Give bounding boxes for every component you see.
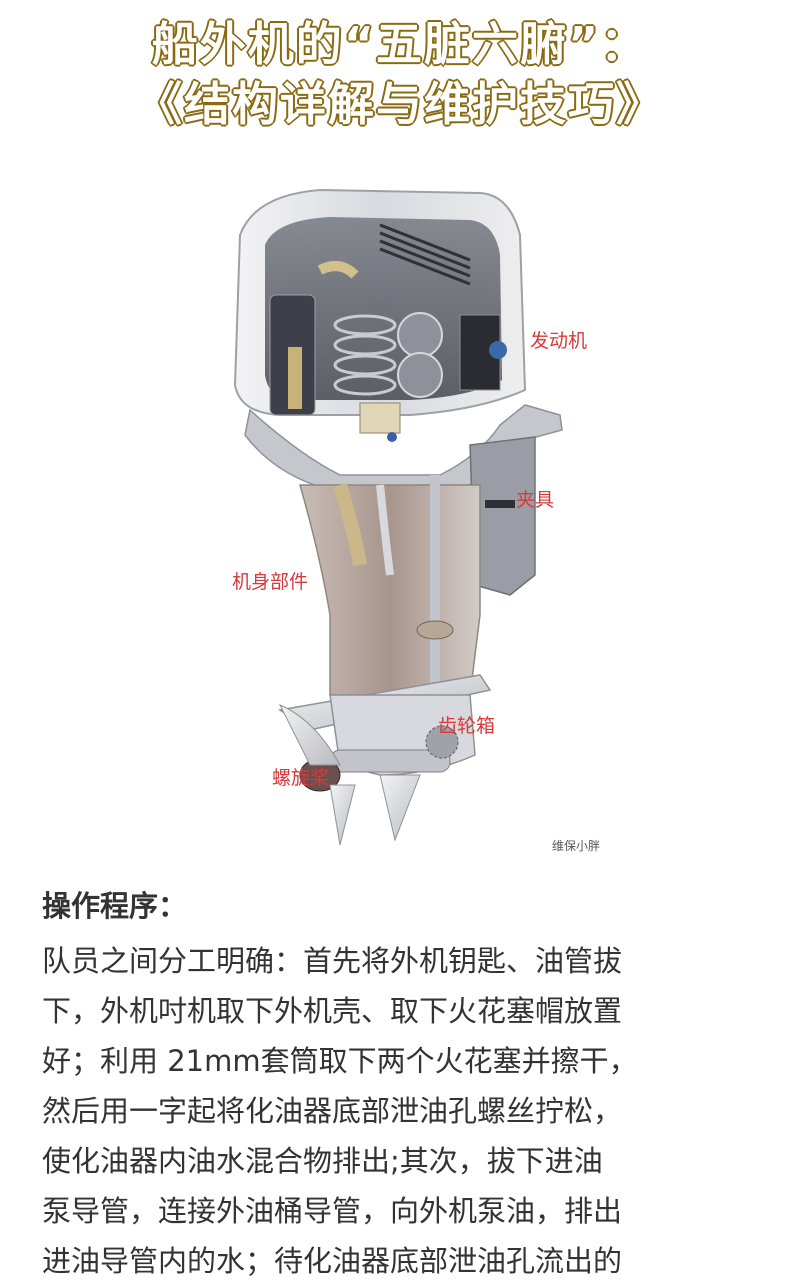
paragraph-line: 然后用一字起将化油器底部泄油孔螺丝拧松，	[42, 1094, 623, 1128]
label-propeller: 螺旋桨	[272, 767, 330, 789]
paragraph-line: 进油导管内的水；待化油器底部泄油孔流出的	[42, 1244, 623, 1278]
title-line-1: 船外机的“五脏六腑”：	[151, 16, 649, 72]
outboard-motor-illustration	[233, 188, 563, 846]
label-body-parts: 机身部件	[232, 571, 309, 593]
paragraph-line: 下，外机吋机取下外机壳、取下火花塞帽放置	[42, 994, 623, 1028]
paragraph-line: 队员之间分工明确：首先将外机钥匙、油管拔	[42, 944, 623, 978]
procedure-paragraph: 队员之间分工明确：首先将外机钥匙、油管拔 下，外机吋机取下外机壳、取下火花塞帽放…	[42, 936, 762, 1286]
paragraph-line: 使化油器内油水混合物排出;其次，拔下进油	[42, 1144, 603, 1178]
paragraph-line: 好；利用 21mm套筒取下两个火花塞并擦干，	[42, 1044, 638, 1078]
label-engine: 发动机	[530, 330, 588, 352]
outboard-motor-figure: 发动机 夹具 机身部件 齿轮箱 螺旋桨 维保小胖	[180, 175, 620, 865]
title-line-2: 《结构详解与维护技巧》	[135, 76, 664, 132]
section-heading: 操作程序：	[42, 889, 188, 923]
label-clamp: 夹具	[516, 489, 555, 511]
label-gearbox: 齿轮箱	[438, 715, 496, 737]
paragraph-line: 泵导管，连接外油桶导管，向外机泵油，排出	[42, 1194, 623, 1228]
article-title: 船外机的“五脏六腑”： 《结构详解与维护技巧》	[0, 14, 800, 134]
watermark: 维保小胖	[552, 839, 601, 853]
